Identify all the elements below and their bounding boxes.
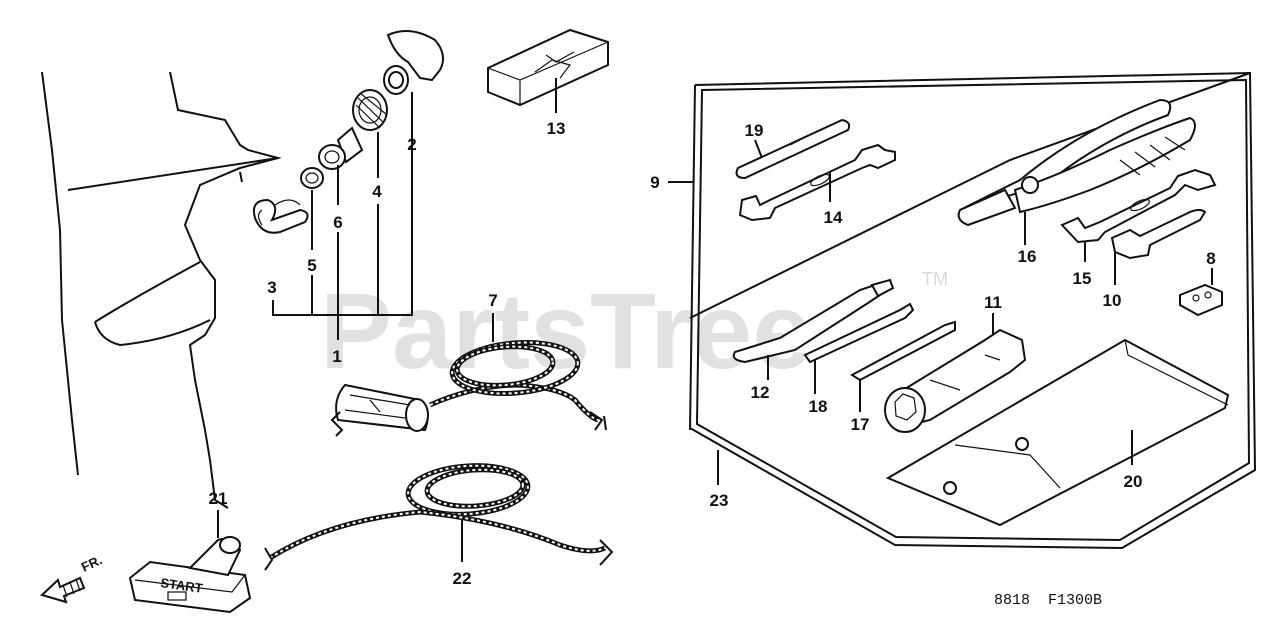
callout-7: 7 (488, 291, 497, 310)
callout-21: 21 (209, 489, 228, 508)
callout-14: 14 (824, 208, 843, 227)
callout-22: 22 (453, 569, 472, 588)
start-handle-text: START (160, 575, 204, 596)
callout-11: 11 (984, 293, 1002, 312)
callout-20: 20 (1124, 472, 1143, 491)
watermark-tm: TM (922, 269, 948, 289)
front-direction-label: FR. (79, 552, 104, 574)
callout-23: 23 (710, 491, 729, 510)
tool-kit-outline (668, 71, 1257, 550)
part-12-screwdriver (732, 278, 895, 380)
part-17-screwdriver (850, 320, 956, 412)
callout-3: 3 (267, 278, 276, 297)
callout-12: 12 (751, 383, 770, 402)
callout-16: 16 (1018, 247, 1037, 266)
part-20-tool-bag (885, 338, 1230, 527)
callout-13: 13 (547, 119, 566, 138)
watermark-text: PartsTree (320, 270, 812, 391)
front-direction-arrow: FR. (40, 552, 104, 604)
part-19-flat-bar (735, 118, 851, 180)
callout-9: 9 (650, 173, 659, 192)
part-18-screwdriver (803, 302, 915, 394)
part-15-wrench (1060, 168, 1217, 262)
callout-6: 6 (333, 213, 342, 232)
callout-19: 19 (745, 121, 764, 140)
part-8-clip (1179, 268, 1223, 317)
callout-10: 10 (1103, 291, 1122, 310)
callout-4: 4 (372, 182, 382, 201)
part-21-start-handle: START (128, 510, 252, 614)
callout-5: 5 (307, 256, 316, 275)
part-4-grommet (352, 89, 388, 131)
part-7-starter-rope (330, 313, 607, 437)
part-14-wrench (738, 143, 896, 222)
part-16-pliers (957, 98, 1196, 245)
part-3-clip (252, 198, 309, 234)
part-22-rope (264, 463, 614, 571)
callout-18: 18 (809, 397, 828, 416)
part-5-washer (300, 167, 324, 189)
outboard-engine-outline (41, 71, 282, 509)
part-2-choke-knob (383, 30, 445, 95)
part-10-wrench (1110, 209, 1207, 285)
callout-17: 17 (851, 415, 870, 434)
diagram-code: 8818 F1300B (994, 592, 1102, 609)
part-6-collar (318, 126, 364, 170)
part-13-box (487, 28, 609, 113)
part-11-box-wrench (884, 313, 1027, 433)
callout-15: 15 (1073, 269, 1092, 288)
callout-8: 8 (1206, 249, 1215, 268)
callout-1: 1 (332, 347, 341, 366)
callout-2: 2 (407, 135, 416, 154)
callout-leaders-1-to-6 (272, 92, 413, 340)
